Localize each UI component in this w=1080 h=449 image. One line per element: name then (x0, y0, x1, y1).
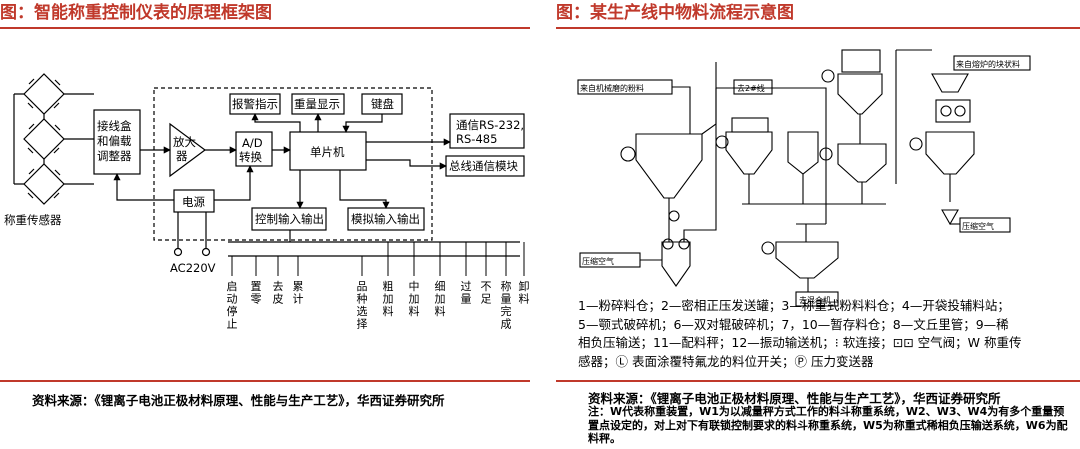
silo-1 (635, 133, 703, 199)
bus-module-label: 总线通信模块 (449, 159, 518, 173)
to-mixer-tag (795, 291, 839, 307)
left-panel-title: 图：智能称重控制仪表的原理框架图 (0, 3, 272, 23)
junction-box-label-2: 和偏载 (97, 134, 132, 148)
output-label-1: 启动停止 (227, 280, 238, 331)
output-label-8: 细加料 (435, 280, 446, 318)
output-label-7: 中加料 (409, 280, 420, 318)
right-panel: 图：某生产线中物料流程示意图 (556, 0, 1080, 449)
control-io-label: 控制输入输出 (255, 212, 324, 226)
power-label: 电源 (182, 195, 205, 209)
instrument-boundary (153, 87, 433, 241)
left-source-rule (0, 380, 530, 382)
adc-label-2: 转换 (239, 150, 262, 164)
right-panel-title: 图：某生产线中物料流程示意图 (556, 3, 794, 23)
flow-legend: 1—粉碎料仓；2—密相正压发送罐；3—称重式粉料料仓；4—开袋投辅料站； 5—颚… (578, 297, 1058, 371)
from-furnace-label: 来自熔炉的块状料 (956, 59, 1020, 69)
load-cell-2 (23, 118, 65, 160)
silo-w2 (725, 131, 773, 175)
output-label-6: 粗加料 (383, 280, 394, 318)
legend-line-2: 5—颚式破碎机；6—双对辊破碎机；7，10—暂存料仓；8—文丘里管；9—稀 (578, 316, 1009, 332)
weight-display-label: 重量显示 (294, 97, 340, 111)
weighing-instrument-block-diagram: 称重传感器 接线盒 和偏载 调整器 放大 器 A/D 转换 单片机 报警指示 重… (4, 73, 530, 331)
right-title-rule (556, 27, 1080, 29)
silo-7 (925, 131, 975, 175)
silo-10 (837, 143, 887, 183)
power-box (173, 189, 215, 213)
legend-line-3: 相负压输送；11—配料秤；12—振动输送机；⁝ 软连接；⊡⊡ 空气阀；W 称重传 (578, 335, 1022, 350)
jaw-crusher-5 (931, 73, 969, 93)
to-mixer-label: 去混合机 (799, 295, 831, 305)
output-label-5: 品种选择 (357, 280, 368, 331)
comm-label-1: 通信RS-232, (456, 118, 524, 132)
compressed-air-left-label: 压缩空气 (582, 256, 614, 266)
mcu-box (289, 131, 367, 171)
level-switch (662, 238, 674, 250)
output-label-3: 去皮 (273, 280, 284, 306)
control-io-box (251, 207, 327, 231)
legend-line-1: 1—粉碎料仓；2—密相正压发送罐；3—称重式粉料料仓；4—开袋投辅料站； (578, 298, 1010, 313)
left-panel: 图：智能称重控制仪表的原理框架图 (0, 0, 530, 449)
ac-terminal-1 (173, 247, 183, 257)
to-line2-label: 去2#线 (737, 83, 765, 93)
output-label-10: 不足 (481, 280, 492, 306)
to-line2-tag (733, 79, 773, 95)
adc-label-1: A/D (242, 136, 263, 150)
load-cell-1 (23, 73, 65, 115)
right-source-rule (556, 380, 1080, 382)
left-source-text: 资料来源：《锂离子电池正极材料原理、性能与生产工艺》，华西证券研究所 (32, 393, 445, 408)
analog-io-label: 模拟输入输出 (351, 212, 420, 226)
weighing-w1 (620, 146, 636, 162)
keyboard-label: 键盘 (371, 97, 394, 111)
sensor-label: 称重传感器 (4, 213, 62, 227)
mcu-label: 单片机 (310, 145, 345, 159)
station-4 (787, 131, 819, 175)
comm-box (449, 113, 525, 149)
amplifier-label-1: 放大 (173, 135, 196, 149)
batching-scale-w6 (775, 241, 839, 279)
sending-tank-2 (661, 241, 691, 287)
junction-box-label-3: 调整器 (97, 149, 132, 163)
output-label-4: 累计 (293, 280, 304, 306)
amplifier-label-2: 器 (176, 149, 188, 163)
roller-crusher-6 (935, 99, 971, 123)
output-label-9: 过量 (461, 280, 472, 306)
right-source-text: 资料来源：《锂离子电池正极材料原理、性能与生产工艺》，华西证券研究所 (588, 391, 1001, 406)
legend-line-4: 感器；Ⓛ 表面涂覆特氟龙的料位开关；Ⓟ 压力变送器 (578, 353, 874, 369)
ac-terminal-2 (201, 247, 211, 257)
from-furnace-tag (953, 55, 1031, 71)
venturi-8 (941, 174, 959, 226)
output-label-12: 卸料 (519, 279, 530, 306)
output-label-2: 置零 (251, 280, 262, 306)
ac-label: AC220V (170, 261, 216, 275)
adc-box (235, 131, 273, 167)
comm-label-2: RS-485 (456, 132, 497, 146)
junction-box-label-1: 接线盒 (97, 119, 132, 133)
right-note-text: 注：W代表称重装置，W1为以减量秤方式工作的料斗称重系统，W2、W3、W4为有多… (588, 405, 1068, 445)
silo-w4-upper (837, 73, 883, 115)
compressed-air-right-tag (959, 217, 1011, 233)
load-cell-3 (23, 163, 65, 205)
compressed-air-right-label: 压缩空气 (962, 221, 994, 231)
output-label-11: 称量完成 (501, 279, 512, 331)
material-flow-diagram: 来自机械磨的粉料 去2#线 来自熔炉的块状料 压缩空气 压缩空气 去混合机 (577, 49, 1031, 307)
from-mill-label: 来自机械磨的粉料 (580, 83, 644, 93)
alarm-label: 报警指示 (232, 97, 278, 111)
left-title-rule (0, 27, 530, 29)
valve-m (668, 210, 680, 222)
